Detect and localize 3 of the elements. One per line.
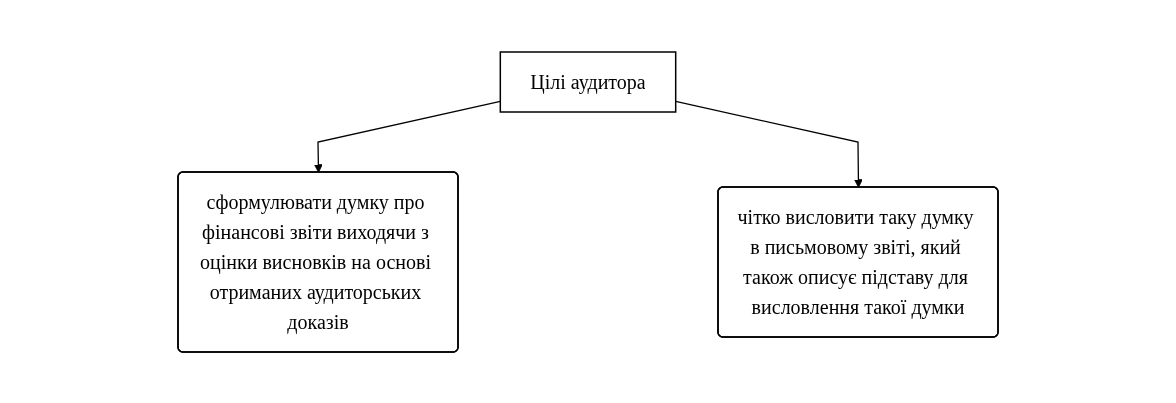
arrow	[313, 100, 501, 173]
arrow	[675, 100, 863, 188]
node-box: Цілі аудитора	[499, 50, 677, 113]
